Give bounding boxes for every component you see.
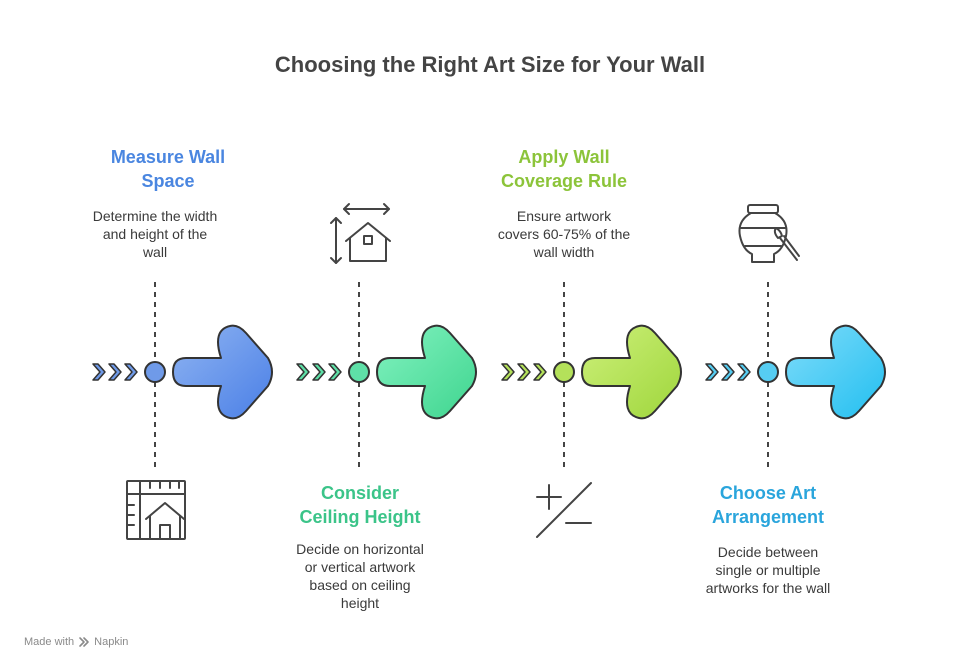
step-3-arrow: [581, 324, 682, 420]
step-2-heading: Consider Ceiling Height: [299, 483, 421, 527]
step-4-node: [757, 361, 779, 383]
step-4-heading: Choose Art Arrangement: [711, 483, 825, 527]
step-2-node: [348, 361, 370, 383]
page-title: Choosing the Right Art Size for Your Wal…: [274, 52, 706, 77]
footer-attribution[interactable]: Made with Napkin: [24, 636, 128, 648]
step-4-description: Decide between single or multiple artwor…: [705, 544, 831, 596]
footer-made-with: Made with: [24, 636, 75, 648]
step-1-node: [144, 361, 166, 383]
step-3-heading: Apply Wall Coverage Rule: [500, 147, 628, 191]
step-3-description: Ensure artwork covers 60-75% of the wall…: [497, 208, 631, 260]
step-2-arrow: [376, 324, 477, 420]
step-3-chevrons: [501, 363, 547, 381]
step-1-heading: Measure Wall Space: [110, 147, 226, 191]
step-1-chevrons: [92, 363, 138, 381]
step-1-arrow: [172, 324, 273, 420]
napkin-logo-icon: [79, 637, 89, 647]
step-3-node: [553, 361, 575, 383]
vase-brush-icon: [738, 204, 800, 263]
step-4-arrow: [785, 324, 886, 420]
step-1-description: Determine the width and height of the wa…: [92, 208, 218, 260]
plus-minus-icon: [536, 482, 592, 538]
ruler-house-icon: [126, 480, 186, 540]
step-4-chevrons: [705, 363, 751, 381]
footer-brand: Napkin: [94, 636, 129, 648]
house-dimensions-icon: [330, 203, 391, 264]
step-2-description: Decide on horizontal or vertical artwork…: [296, 541, 424, 611]
step-2-chevrons: [296, 363, 342, 381]
